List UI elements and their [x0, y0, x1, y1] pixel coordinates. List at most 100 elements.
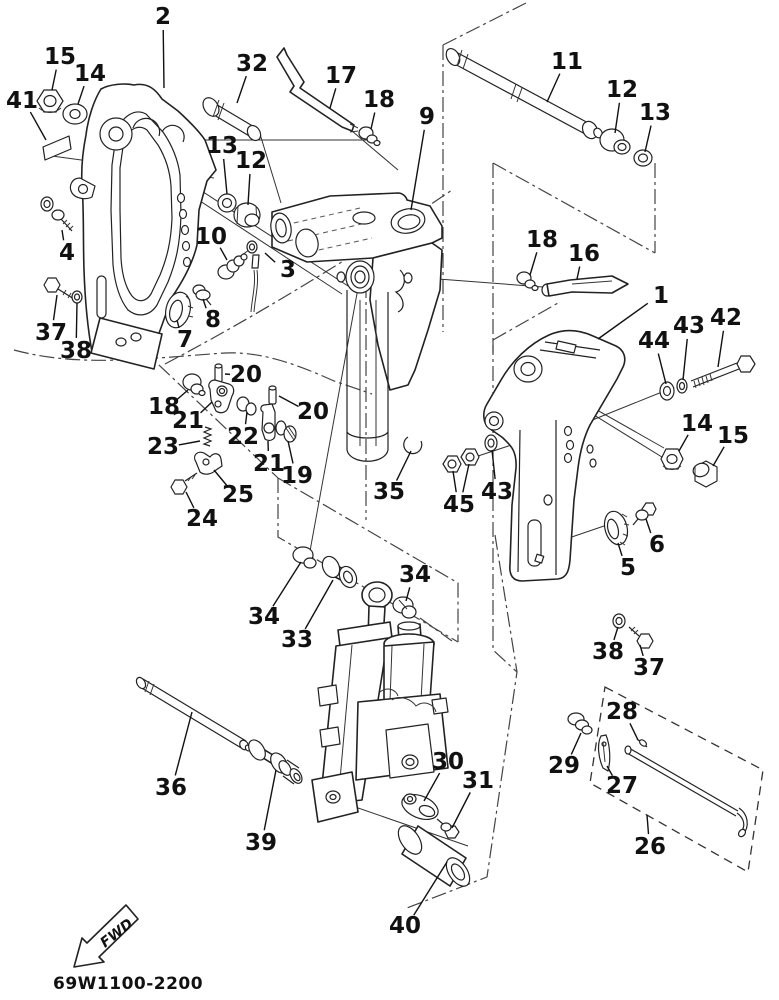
callout-37: 37	[35, 320, 67, 346]
leader-line-33	[304, 579, 334, 630]
leader-line-27	[606, 765, 614, 776]
callout-44: 44	[638, 328, 670, 354]
leader-line-21	[200, 401, 213, 414]
callout-35: 35	[373, 479, 405, 505]
leader-line-12	[614, 102, 621, 134]
cable-anchor-3	[246, 240, 260, 313]
leader-line-18	[176, 389, 189, 401]
part-code: 69W1100-2200	[53, 974, 203, 994]
mount-pad-30	[401, 793, 439, 821]
leader-line-32	[236, 75, 247, 104]
leader-line-43	[682, 338, 688, 381]
leader-line-26	[646, 814, 650, 835]
bushing-12a	[233, 202, 261, 228]
leader-line-19	[287, 440, 294, 464]
leader-line-9	[410, 129, 425, 211]
leader-line-38	[613, 626, 619, 641]
grommet-5	[603, 510, 630, 546]
swivel-bracket	[270, 192, 443, 462]
leader-line-35	[395, 450, 412, 481]
callout-43: 43	[673, 313, 705, 339]
circlip-35	[403, 436, 423, 455]
bolt-24	[170, 472, 198, 495]
tilt-cylinder-body	[319, 637, 389, 806]
callout-41: 41	[6, 88, 38, 114]
callout-22: 22	[227, 424, 259, 450]
callout-26: 26	[634, 834, 666, 860]
callout-40: 40	[389, 913, 421, 939]
tilt-handle-26	[624, 745, 748, 838]
bracket-foot	[90, 317, 163, 370]
leader-line-44	[657, 353, 667, 385]
callout-10: 10	[195, 224, 227, 250]
callout-13: 13	[639, 100, 671, 126]
leader-line-15	[712, 446, 725, 467]
leader-line-12	[247, 173, 251, 206]
bolt-42	[690, 355, 756, 389]
callout-6: 6	[649, 532, 665, 558]
callout-36: 36	[155, 775, 187, 801]
callout-16: 16	[568, 241, 600, 267]
callout-29: 29	[548, 753, 580, 779]
leader-line-37	[639, 644, 644, 657]
leader-line-36	[174, 711, 193, 776]
bushing-22	[236, 396, 257, 416]
tilt-handle-dashed-box	[589, 686, 764, 874]
fwd-arrow: FWD	[73, 904, 139, 968]
callout-5: 5	[620, 555, 636, 581]
callout-4: 4	[59, 240, 75, 266]
link-21b	[260, 403, 276, 441]
callout-39: 39	[245, 830, 277, 856]
washer-38b	[612, 613, 626, 629]
leader-line-45	[452, 470, 457, 493]
bushing-19	[275, 420, 297, 443]
leader-line-37	[52, 294, 58, 321]
leader-line-14	[678, 434, 689, 452]
callout-33: 33	[281, 627, 313, 653]
flanged-bushing-34a	[292, 546, 317, 569]
roller-40	[397, 825, 471, 887]
tag-41	[42, 135, 72, 161]
leader-line-2	[162, 29, 165, 89]
washer-13a	[217, 193, 237, 213]
link-21a	[208, 379, 235, 414]
callout-30: 30	[432, 749, 464, 775]
leader-line-39	[263, 769, 277, 831]
tilt-pin-11	[445, 47, 603, 140]
pivot-pin-32	[202, 97, 262, 142]
bolt-37a	[43, 277, 75, 300]
callout-19: 19	[281, 463, 313, 489]
pin-20a	[214, 363, 223, 383]
callout-3: 3	[280, 257, 296, 283]
leader-line-6	[645, 518, 652, 534]
nuts-45	[442, 448, 480, 473]
tilt-lever-17	[276, 47, 359, 133]
washer-43a	[676, 378, 688, 394]
leader-line-41	[29, 111, 47, 141]
bushing-12b	[599, 128, 631, 155]
leader-line-25	[213, 469, 228, 487]
clip-28	[636, 738, 648, 748]
leader-line-40	[413, 861, 448, 916]
screw-4	[40, 196, 74, 232]
callout-18: 18	[526, 227, 558, 253]
leader-line-28	[629, 722, 639, 741]
nut-14b	[660, 448, 684, 470]
callout-1: 1	[653, 283, 669, 309]
leader-line-13	[644, 125, 652, 153]
callout-15: 15	[44, 44, 76, 70]
callout-23: 23	[147, 434, 179, 460]
callout-20: 20	[230, 362, 262, 388]
nut-15a	[36, 89, 64, 113]
callout-24: 24	[186, 506, 218, 532]
callout-8: 8	[205, 307, 221, 333]
leader-line-13	[222, 158, 228, 195]
bolt-18a	[358, 126, 381, 147]
callout-37: 37	[633, 655, 665, 681]
pin-20b	[268, 385, 277, 405]
callout-38: 38	[592, 639, 624, 665]
leader-line-14	[77, 85, 85, 105]
callout-21: 21	[172, 408, 204, 434]
collar-33	[321, 555, 358, 589]
